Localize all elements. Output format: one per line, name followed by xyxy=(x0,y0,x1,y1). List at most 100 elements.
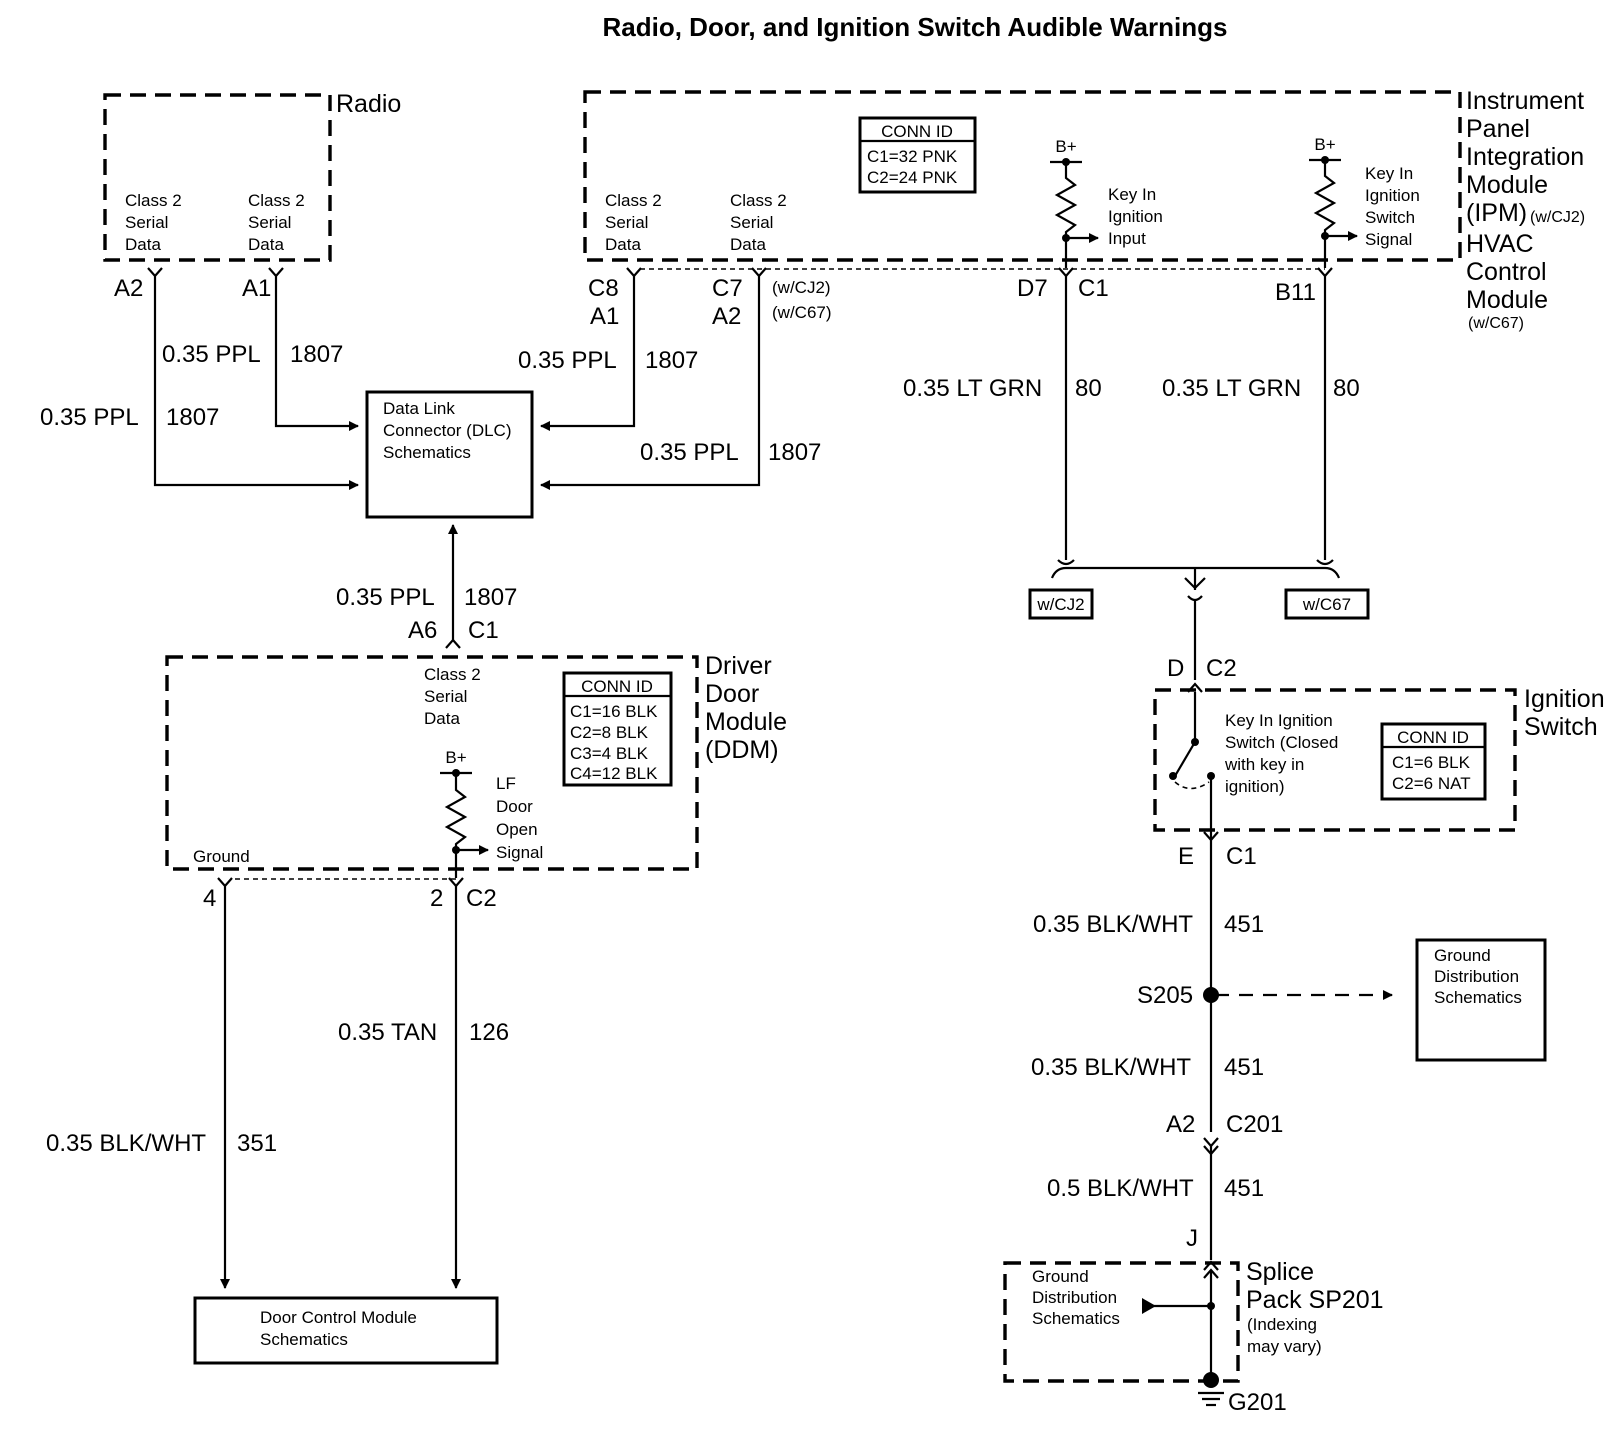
ddm-ground-label: Ground xyxy=(193,847,250,866)
wire-radio-a1-circuit: 1807 xyxy=(290,341,343,368)
ipm-signal-2-label: Key In Ignition Switch Signal xyxy=(1365,164,1425,249)
sp201-note: (Indexing may vary) xyxy=(1247,1315,1322,1356)
ddm-signal-label: LF Door Open Signal xyxy=(496,774,543,862)
ddm-pin-c2: C2 xyxy=(466,885,497,912)
ground-distribution-label: Ground Distribution Schematics xyxy=(1434,946,1524,1007)
ignition-pin-e: E xyxy=(1178,843,1194,870)
c201-pin: A2 xyxy=(1166,1111,1195,1138)
wire-radio-a2-circuit: 1807 xyxy=(166,404,219,431)
ddm-pin-a6: A6 xyxy=(408,617,437,644)
ipm-pin-c8: C8 xyxy=(588,275,619,302)
ipm-key-wires: 0.35 LT GRN 80 0.35 LT GRN 80 w/CJ2 w/C6… xyxy=(903,276,1370,680)
dlc-box[interactable]: Data Link Connector (DLC) Schematics xyxy=(365,390,534,519)
ipm-pin-c1: C1 xyxy=(1078,275,1109,302)
wire-ddm-ground-color: 0.35 BLK/WHT xyxy=(46,1130,206,1157)
splice-s205 xyxy=(1203,987,1219,1003)
option-tag-c67-label: w/C67 xyxy=(1302,595,1351,614)
wire-ipm-d7-color: 0.35 LT GRN xyxy=(903,375,1042,402)
diagram-title: Radio, Door, and Ignition Switch Audible… xyxy=(603,12,1228,42)
ddm-dlc-wire: 0.35 PPL 1807 A6 C1 xyxy=(336,524,517,649)
c201-label: C201 xyxy=(1226,1111,1283,1138)
ignition-pin-c2: C2 xyxy=(1206,655,1237,682)
hvac-variant: (w/C67) xyxy=(1468,315,1524,332)
ignition-conn-id: CONN ID C1=6 BLK C2=6 NAT xyxy=(1380,722,1487,801)
hvac-label: HVAC Control Module xyxy=(1466,230,1554,314)
ipm-data-wires: 0.35 PPL 1807 0.35 PPL 1807 xyxy=(518,290,821,490)
wire-ipm-c8-color: 0.35 PPL xyxy=(518,347,617,374)
wire-ddm-ground-circuit: 351 xyxy=(237,1130,277,1157)
ignition-conn-id-header: CONN ID xyxy=(1397,728,1469,747)
ipm-variant-c67: (w/C67) xyxy=(772,303,832,322)
radio-wires: 0.35 PPL 1807 0.35 PPL 1807 xyxy=(40,290,359,490)
radio-pin-a1: A1 xyxy=(242,275,271,302)
ddm-pin-c1: C1 xyxy=(468,617,499,644)
ipm-pin-b11: B11 xyxy=(1275,279,1316,306)
ignition-conn-id-row: C1=6 BLK xyxy=(1392,753,1471,772)
ipm-terminal-c8-label: Class 2 Serial Data xyxy=(605,191,666,254)
ipm-conn-id-header: CONN ID xyxy=(881,122,953,141)
ipm-variant: (w/CJ2) xyxy=(1530,209,1585,226)
radio-pin-a2: A2 xyxy=(114,275,143,302)
wire-ipm-b11-color: 0.35 LT GRN xyxy=(1162,375,1301,402)
ddm-pin-4: 4 xyxy=(203,885,216,912)
wire-ddm-tan-color: 0.35 TAN xyxy=(338,1019,437,1046)
wire-ddm-dlc-circuit: 1807 xyxy=(464,584,517,611)
wire-radio-a1-color: 0.35 PPL xyxy=(162,341,261,368)
radio-label: Radio xyxy=(336,90,401,118)
ipm-conn-id: CONN ID C1=32 PNK C2=24 PNK xyxy=(858,116,977,194)
ddm-bplus: B+ xyxy=(445,748,466,767)
sp201-ground-distribution-label: Ground Distribution Schematics xyxy=(1032,1267,1122,1328)
wire-s205-c201-circuit: 451 xyxy=(1224,1054,1264,1081)
wire-ipm-c7-circuit: 1807 xyxy=(768,439,821,466)
ipm-pin-d7: D7 xyxy=(1017,275,1048,302)
ddm-output-wires: 0.35 TAN 126 0.35 BLK/WHT 351 xyxy=(46,886,509,1289)
ignition-conn-id-row: C2=6 NAT xyxy=(1392,774,1471,793)
ignition-pin-c1: C1 xyxy=(1226,843,1257,870)
splice-s205-label: S205 xyxy=(1137,982,1193,1009)
wire-ipm-c7-color: 0.35 PPL xyxy=(640,439,739,466)
wire-radio-a2-color: 0.35 PPL xyxy=(40,404,139,431)
ddm-conn-id-row: C3=4 BLK xyxy=(570,744,649,763)
wire-ddm-tan-circuit: 126 xyxy=(469,1019,509,1046)
ddm-conn-id-row: C1=16 BLK xyxy=(570,702,658,721)
ddm-conn-id: CONN ID C1=16 BLK C2=8 BLK C3=4 BLK C4=1… xyxy=(562,671,673,787)
ignition-switch-module: D C2 Ignition Switch Key In Ignition Swi… xyxy=(1153,655,1612,870)
door-control-label: Door Control Module Schematics xyxy=(260,1308,422,1349)
ipm-module: Instrument Panel Integration Module (IPM… xyxy=(583,87,1585,332)
ipm-conn-id-row: C2=24 PNK xyxy=(867,168,958,187)
ipm-signal-1-label: Key In Ignition Input xyxy=(1108,185,1168,248)
ddm-label: Driver Door Module (DDM) xyxy=(705,652,794,764)
ddm-conn-id-row: C2=8 BLK xyxy=(570,723,649,742)
wire-c201-sp201-color: 0.5 BLK/WHT xyxy=(1047,1175,1194,1202)
radio-module: Radio Class 2 Serial Data Class 2 Serial… xyxy=(103,90,401,302)
ignition-label: Ignition Switch xyxy=(1524,685,1612,741)
ddm-module: Driver Door Module (DDM) Class 2 Serial … xyxy=(165,652,794,912)
ipm-pin-a2: A2 xyxy=(712,303,741,330)
ipm-bplus-1: B+ xyxy=(1055,137,1076,156)
ignition-ground-wires: 0.35 BLK/WHT 451 S205 0.35 BLK/WHT 451 A… xyxy=(1031,840,1393,1260)
sp201-pin-j: J xyxy=(1186,1225,1198,1252)
ddm-conn-id-header: CONN ID xyxy=(581,677,653,696)
sp201-label: Splice Pack SP201 xyxy=(1246,1258,1384,1314)
ipm-pin-a1: A1 xyxy=(590,303,619,330)
ipm-conn-id-row: C1=32 PNK xyxy=(867,147,958,166)
wire-ddm-dlc-color: 0.35 PPL xyxy=(336,584,435,611)
radio-terminal-a2-label: Class 2 Serial Data xyxy=(125,191,186,254)
wire-s205-c201-color: 0.35 BLK/WHT xyxy=(1031,1054,1191,1081)
radio-terminal-a1-label: Class 2 Serial Data xyxy=(248,191,309,254)
door-control-box[interactable]: Door Control Module Schematics xyxy=(193,1296,499,1365)
option-tag-cj2-label: w/CJ2 xyxy=(1036,595,1084,614)
ipm-bplus-2: B+ xyxy=(1314,135,1335,154)
ddm-conn-id-row: C4=12 BLK xyxy=(570,764,658,783)
wire-ign-s205-color: 0.35 BLK/WHT xyxy=(1033,911,1193,938)
wire-ign-s205-circuit: 451 xyxy=(1224,911,1264,938)
ground-distribution-box[interactable]: Ground Distribution Schematics xyxy=(1415,938,1547,1062)
ignition-pin-d: D xyxy=(1167,655,1184,682)
ddm-pin-2: 2 xyxy=(430,885,443,912)
ground-g201-icon xyxy=(1203,1372,1219,1388)
dlc-label: Data Link Connector (DLC) Schematics xyxy=(383,399,516,462)
option-tag-cj2 xyxy=(1028,588,1094,620)
splice-pack-sp201: J Ground Distribution Schematics Splice … xyxy=(1003,1225,1384,1416)
wire-ipm-c8-circuit: 1807 xyxy=(645,347,698,374)
